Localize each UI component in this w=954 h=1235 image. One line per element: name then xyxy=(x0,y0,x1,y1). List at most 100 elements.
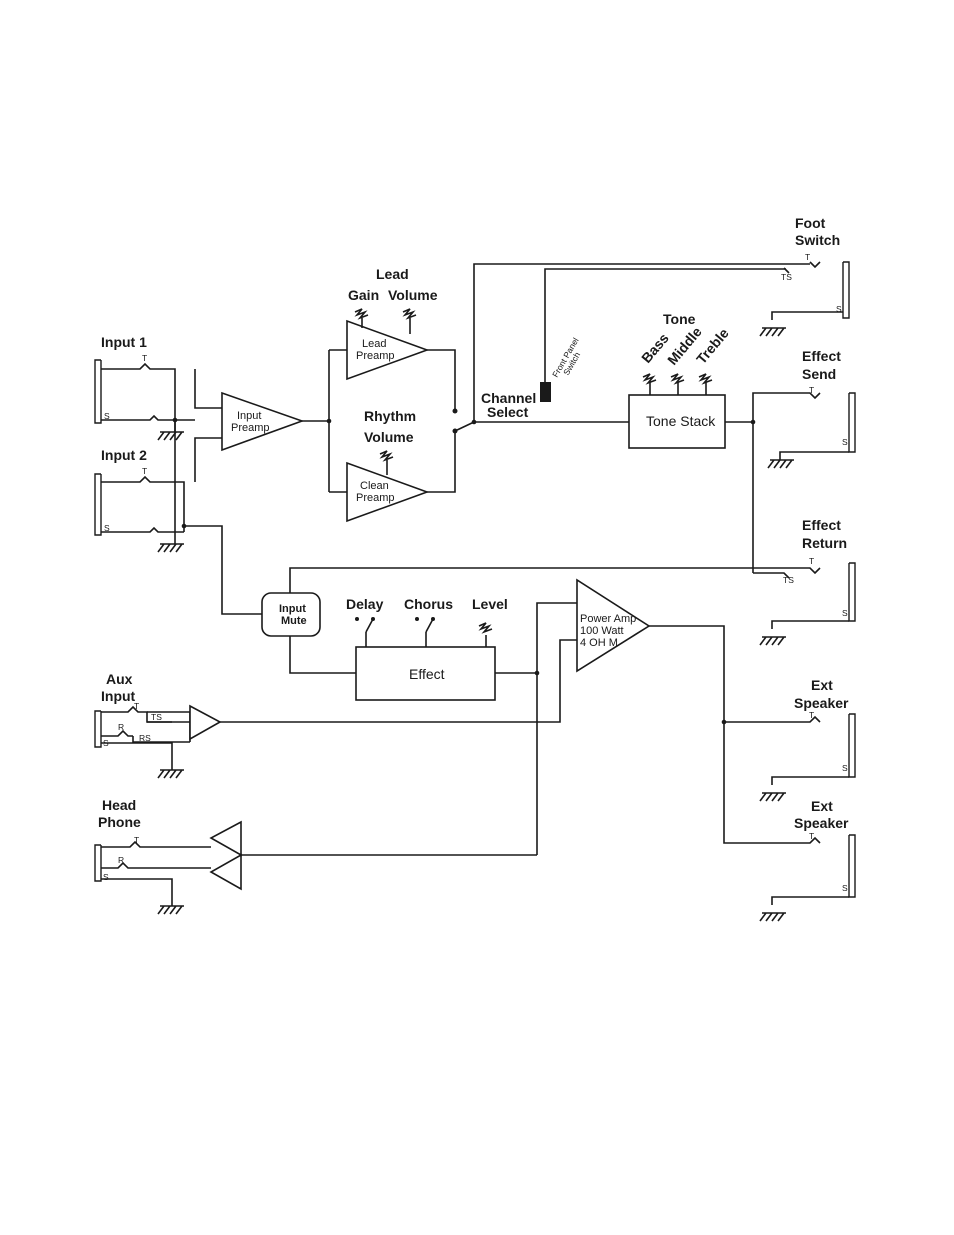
input-preamp-label-2: Preamp xyxy=(231,422,270,434)
aux-buffer-amp xyxy=(189,704,222,741)
foot-switch-ring-wire xyxy=(544,268,786,382)
effect-return-t: T xyxy=(809,556,814,566)
effect-to-power-amp-wire xyxy=(536,602,577,855)
input1-to-preamp-wire xyxy=(194,369,222,409)
foot-switch-label-1: Foot xyxy=(795,215,826,231)
power-amp xyxy=(576,578,651,673)
middle-pot-icon xyxy=(670,373,685,395)
lead-preamp xyxy=(346,319,430,381)
chorus-label: Chorus xyxy=(404,596,453,612)
rhythm-volume-label: Volume xyxy=(364,429,414,445)
input-mute-label-1: Input xyxy=(279,603,306,615)
power-amp-label-2: 100 Watt xyxy=(580,625,624,637)
channel-select-switch xyxy=(454,421,475,432)
ext-speaker2-label-2: Speaker xyxy=(794,815,849,831)
input-preamp-label-1: Input xyxy=(237,410,261,422)
aux-label-2: Input xyxy=(101,688,136,704)
head-phone-label-2: Phone xyxy=(98,814,141,830)
delay-switch-icon xyxy=(355,617,375,647)
input1-label: Input 1 xyxy=(101,334,147,350)
ext-speaker1-s: S xyxy=(842,763,848,773)
gain-label: Gain xyxy=(348,287,379,303)
head-phone-label-1: Head xyxy=(102,797,136,813)
input2-s: S xyxy=(104,523,110,533)
input-to-mute-wire xyxy=(184,525,262,615)
tone-label: Tone xyxy=(663,311,696,327)
aux-t: T xyxy=(134,701,139,711)
power-amp-label-1: Power Amp xyxy=(580,613,636,625)
input2-to-preamp-wire xyxy=(194,437,222,482)
front-panel-switch xyxy=(540,382,551,402)
bass-pot-icon xyxy=(642,373,657,395)
volume-label: Volume xyxy=(388,287,438,303)
input1-t: T xyxy=(142,353,147,363)
rhythm-volume-pot-icon xyxy=(379,450,394,475)
input2-label: Input 2 xyxy=(101,447,147,463)
effect-block xyxy=(355,646,496,701)
delay-label: Delay xyxy=(346,596,384,612)
effect-return-jack xyxy=(289,562,856,646)
ext-speaker1-jack xyxy=(759,713,856,802)
aux-rs: RS xyxy=(139,733,151,743)
headphone-amp-left xyxy=(209,820,242,857)
clean-preamp-label-1: Clean xyxy=(360,480,389,492)
lead-preamp-label-1: Lead xyxy=(362,338,386,350)
input1-s: S xyxy=(104,411,110,421)
lead-preamp-label-2: Preamp xyxy=(356,350,395,362)
aux-r: R xyxy=(118,722,124,732)
effect-label: Effect xyxy=(409,666,445,682)
input-preamp xyxy=(221,391,305,452)
effect-send-s: S xyxy=(842,437,848,447)
effect-return-label-1: Effect xyxy=(802,517,841,533)
effect-return-label-2: Return xyxy=(802,535,847,551)
gain-pot-icon xyxy=(354,308,369,328)
ext-speaker1-t: T xyxy=(809,710,814,720)
effect-send-jack xyxy=(752,392,856,573)
foot-switch-tip-wire xyxy=(473,263,810,422)
aux-to-power-amp-wire xyxy=(220,639,577,723)
aux-s: S xyxy=(103,738,109,748)
ext-speaker1-label-2: Speaker xyxy=(794,695,849,711)
channel-label: Channel xyxy=(481,390,536,406)
effect-return-ts: TS xyxy=(783,575,794,585)
head-phone-jack xyxy=(94,840,211,915)
effect-send-label-2: Send xyxy=(802,366,836,382)
ext-speaker1-label-1: Ext xyxy=(811,677,833,693)
input-mute-label-2: Mute xyxy=(281,615,307,627)
chorus-switch-icon xyxy=(415,617,435,647)
power-amp-output-wire xyxy=(649,625,821,844)
level-label: Level xyxy=(472,596,508,612)
clean-preamp-label-2: Preamp xyxy=(356,492,395,504)
level-pot-icon xyxy=(478,622,493,647)
input2-t: T xyxy=(142,466,147,476)
head-phone-s: S xyxy=(103,872,109,882)
input1-jack xyxy=(94,359,195,441)
headphone-amp-right xyxy=(209,853,242,891)
aux-ts: TS xyxy=(151,712,162,722)
head-phone-r: R xyxy=(118,855,124,865)
effect-send-t: T xyxy=(809,385,814,395)
effect-return-s: S xyxy=(842,608,848,618)
ext-speaker2-jack xyxy=(759,834,856,922)
select-label: Select xyxy=(487,404,529,420)
foot-switch-label-2: Switch xyxy=(795,232,840,248)
input-mute xyxy=(261,592,321,637)
lead-label: Lead xyxy=(376,266,409,282)
tone-stack-label: Tone Stack xyxy=(646,413,716,429)
clean-preamp xyxy=(346,461,430,523)
foot-switch-t: T xyxy=(805,252,810,262)
aux-label-1: Aux xyxy=(106,671,133,687)
foot-switch-s: S xyxy=(836,304,842,314)
foot-switch-jack xyxy=(759,261,850,337)
head-phone-t: T xyxy=(134,835,139,845)
treble-pot-icon xyxy=(698,373,713,395)
ext-speaker2-label-1: Ext xyxy=(811,798,833,814)
rhythm-label: Rhythm xyxy=(364,408,416,424)
effect-send-label-1: Effect xyxy=(802,348,841,364)
power-amp-label-3: 4 OH M xyxy=(580,637,618,649)
ext-speaker2-t: T xyxy=(809,831,814,841)
lead-volume-pot-icon xyxy=(402,308,417,334)
ext-speaker2-s: S xyxy=(842,883,848,893)
input2-jack xyxy=(94,420,185,553)
